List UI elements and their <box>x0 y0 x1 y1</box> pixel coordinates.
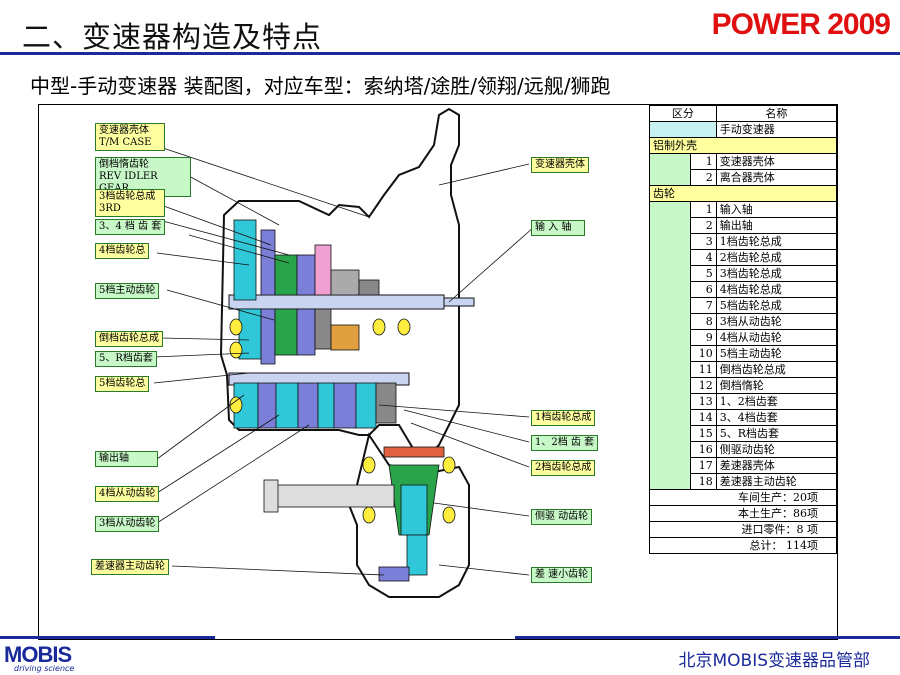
total-line: 本土生产：86项 <box>649 505 837 522</box>
label-1st-gear-assembly: 1档齿轮总成 <box>531 410 596 426</box>
footer-rule-right <box>515 636 900 639</box>
label-4th-gear-assembly: 4档齿轮总 <box>95 243 150 259</box>
subtitle: 中型-手动变速器 装配图，对应车型：索纳塔/途胜/领翔/远舰/狮跑 <box>30 74 611 98</box>
company-logo: MOBIS <box>4 642 72 667</box>
top-item: 手动变速器 <box>715 121 838 138</box>
total-line: 进口零件：8 项 <box>649 521 837 538</box>
table-row: 1 变速器壳体 <box>648 153 838 186</box>
total-line: 总计： 114项 <box>649 537 837 554</box>
label-3rd-gear-assembly: 3档齿轮总成 3RD <box>95 189 165 217</box>
table-row: 2 离合器壳体 <box>650 169 838 186</box>
label-case-right: 变速器壳体 <box>531 157 589 173</box>
label-side-gear: 侧驱 动齿轮 <box>531 509 593 525</box>
label-diff-drive-gear: 差速器主动齿轮 <box>91 559 169 575</box>
col-name-header: 名称 <box>715 105 838 122</box>
col-category-header: 区分 <box>649 105 717 122</box>
label-4th-driven-gear: 4档从动齿轮 <box>95 486 160 502</box>
page-title: 二、变速器构造及特点 <box>22 20 323 54</box>
footer-rule-left <box>0 636 215 639</box>
department-name: 北京MOBIS变速器品管部 <box>678 651 870 671</box>
label-2nd-gear-assembly: 2档齿轮总成 <box>531 460 596 476</box>
label-reverse-gear-assembly: 倒档齿轮总成 <box>95 331 163 347</box>
total-line: 车间生产：20项 <box>649 489 837 506</box>
label-1-2-sleeve: 1、2档 齿 套 <box>531 435 599 451</box>
label-5th-drive-gear: 5档主动齿轮 <box>95 283 160 299</box>
title-rule <box>0 52 900 55</box>
group-category: 齿轮 <box>649 185 837 202</box>
transmission-cutaway-drawing <box>153 107 535 598</box>
label-tm-case: 变速器壳体 T/M CASE <box>95 123 165 151</box>
label-input-shaft: 输 入 轴 <box>531 220 585 236</box>
label-3-4-sleeve: 3、4 档 齿 套 <box>95 219 166 235</box>
label-5th-gear-assembly: 5档齿轮总 <box>95 376 150 392</box>
assembly-diagram: 变速器壳体 T/M CASE 倒档惰齿轮 REV IDLER GEAR 3档齿轮… <box>38 104 838 640</box>
label-5-r-sleeve: 5、R档齿套 <box>95 351 157 367</box>
label-pinion-gear: 差 速小齿轮 <box>531 567 593 583</box>
brand-mark: POWER 2009 <box>711 8 891 41</box>
group-category: 铝制外壳 <box>649 137 837 154</box>
logo-tagline: driving science <box>14 664 75 673</box>
label-3rd-driven-gear: 3档从动齿轮 <box>95 516 160 532</box>
label-output-shaft: 输出轴 <box>95 451 158 467</box>
